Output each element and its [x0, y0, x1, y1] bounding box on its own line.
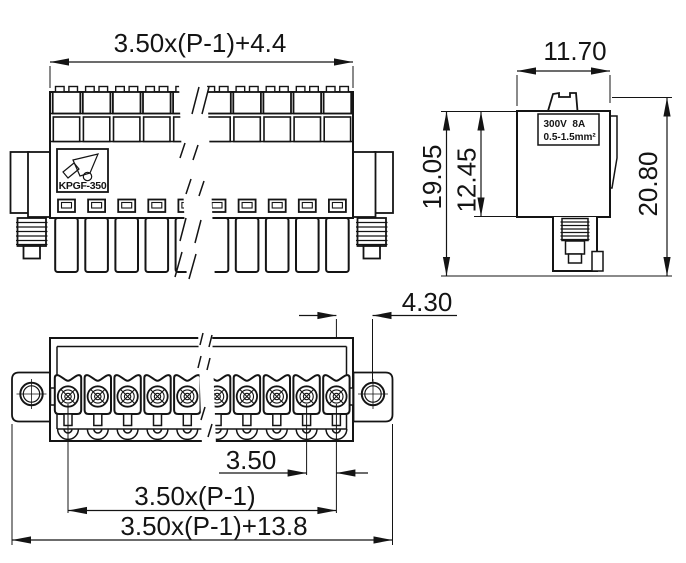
rating-electrical: 300V 8A	[544, 119, 586, 130]
dim-overall-height-label: 20.80	[633, 151, 663, 216]
dim-height-to-flange: 19.05	[417, 111, 451, 276]
dim-pitch: 3.50	[219, 404, 368, 477]
bottom-break-lines	[197, 332, 213, 438]
side-bottom-tab	[591, 250, 604, 272]
dim-front-width-label: 3.50x(P-1)+4.4	[114, 28, 287, 58]
front-break-lines	[174, 86, 210, 280]
dimensions: 3.50x(P-1)+4.4 11.70 19.05 12.4	[11, 28, 672, 545]
brand-logo-icon	[62, 153, 100, 182]
latch-arm	[609, 115, 618, 189]
dim-side-width: 11.70	[516, 36, 611, 106]
side-screw-assembly	[552, 217, 604, 272]
dim-side-width-label: 11.70	[543, 36, 606, 66]
dim-pin-span-label: 3.50x(P-1)	[134, 481, 255, 511]
dim-pin-span: 3.50x(P-1)	[67, 404, 337, 515]
dim-overall-height: 20.80	[633, 97, 671, 276]
dim-body-height: 12.45	[452, 111, 485, 217]
dim-overall-width-label: 3.50x(P-1)+13.8	[120, 511, 307, 541]
front-view: KPGF-350	[9, 84, 394, 282]
side-view: 300V 8A 0.5-1.5mm²	[516, 91, 618, 272]
dim-height-to-flange-label: 19.05	[417, 144, 447, 209]
front-break-band	[179, 84, 215, 282]
dim-pitch-label: 3.50	[226, 445, 277, 475]
dim-overall-width: 3.50x(P-1)+13.8	[11, 424, 393, 545]
dim-hole-offset-label: 4.30	[402, 287, 453, 317]
dim-front-width: 3.50x(P-1)+4.4	[49, 28, 354, 88]
latch-lever	[546, 91, 579, 112]
rating-label-box: 300V 8A 0.5-1.5mm²	[537, 113, 600, 146]
rating-wire-range: 0.5-1.5mm²	[544, 132, 597, 143]
logo-box: KPGF-350	[56, 148, 109, 193]
product-code: KPGF-350	[59, 180, 107, 192]
bottom-view	[11, 331, 394, 446]
dim-hole-offset: 4.30	[299, 287, 457, 513]
panel-screw-left	[9, 151, 52, 260]
dim-body-height-label: 12.45	[452, 147, 482, 212]
panel-screw-right	[352, 151, 394, 260]
mounting-flange-left	[11, 371, 52, 423]
